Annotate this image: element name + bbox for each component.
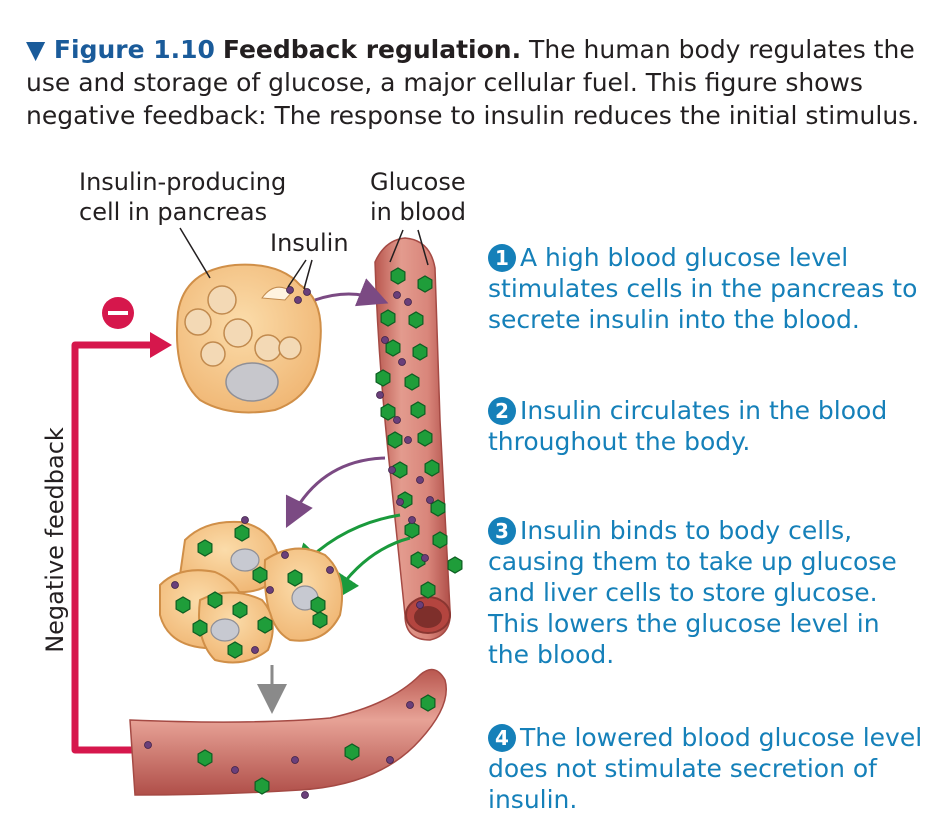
- blood-vessel-horizontal: [129, 668, 447, 796]
- negative-feedback-arrow: [71, 341, 155, 754]
- glucose-hexagon: [417, 275, 433, 293]
- glucose-hexagon: [375, 369, 391, 387]
- insulin-dot: [421, 554, 429, 562]
- glucose-hexagon: [410, 401, 426, 419]
- glucose-hexagon: [447, 556, 463, 574]
- insulin-dot: [144, 741, 152, 749]
- glucose-hexagon: [197, 749, 213, 767]
- label-insulin: Insulin: [270, 229, 349, 257]
- glucose-hexagon: [392, 461, 408, 479]
- figure-caption: ▼ Figure 1.10 Feedback regulation. The h…: [26, 33, 926, 132]
- caption-text: The human body regulates the use and sto…: [26, 35, 920, 130]
- label-glucose: Glucose: [370, 168, 466, 196]
- insulin-dot: [386, 756, 394, 764]
- insulin-dot: [291, 756, 299, 764]
- glucose-hexagon: [420, 694, 436, 712]
- insulin-dot: [406, 701, 414, 709]
- glucose-hexagon: [408, 311, 424, 329]
- negative-feedback-arrowhead: [150, 332, 172, 358]
- insulin-dot: [398, 358, 406, 366]
- label-cell-in-pancreas: cell in pancreas: [79, 198, 268, 226]
- label-insulin-producing: Insulin-producing: [79, 168, 287, 196]
- insulin-to-cells-arrow: [285, 456, 386, 529]
- step-2-number: 2: [488, 397, 516, 425]
- glucose-hexagon: [387, 431, 403, 449]
- insulin-dot: [326, 566, 334, 574]
- insulin-dot: [416, 476, 424, 484]
- insulin-molecules: [144, 291, 434, 799]
- glucose-hexagon: [252, 566, 268, 584]
- figure-number: ▼ Figure 1.10: [26, 35, 215, 64]
- insulin-dot: [376, 391, 384, 399]
- insulin-dot: [393, 416, 401, 424]
- glucose-molecules: [175, 267, 463, 795]
- step-4-text: The lowered blood glucose level does not…: [488, 723, 923, 814]
- glucose-hexagon: [344, 743, 360, 761]
- insulin-dot: [426, 496, 434, 504]
- glucose-hexagon: [420, 581, 436, 599]
- label-in-blood: in blood: [370, 198, 467, 226]
- glucose-hexagon: [432, 531, 448, 549]
- glucose-hexagon: [385, 339, 401, 357]
- glucose-hexagon: [287, 569, 303, 587]
- glucose-hexagon: [197, 539, 213, 557]
- insulin-dot: [381, 336, 389, 344]
- glucose-hexagon: [310, 596, 326, 614]
- glucose-hexagon: [412, 343, 428, 361]
- glucose-hexagon: [227, 641, 243, 659]
- glucose-hexagon: [257, 616, 273, 634]
- glucose-hexagon: [430, 499, 446, 517]
- glucose-hexagon: [380, 309, 396, 327]
- insulin-dot: [396, 498, 404, 506]
- insulin-dot: [266, 586, 274, 594]
- glucose-hexagon: [207, 591, 223, 609]
- glucose-hexagon: [192, 619, 208, 637]
- glucose-hexagon: [312, 611, 328, 629]
- glucose-hexagon: [232, 601, 248, 619]
- glucose-hexagon: [380, 403, 396, 421]
- step-1-text: A high blood glucose level stimulates ce…: [488, 243, 918, 334]
- glucose-hexagon: [404, 521, 420, 539]
- figure-title: Feedback regulation.: [222, 35, 522, 64]
- glucose-hexagon: [254, 777, 270, 795]
- step-1-number: 1: [488, 244, 516, 272]
- insulin-dot: [404, 436, 412, 444]
- insulin-dot: [231, 766, 239, 774]
- step-2-text: Insulin circulates in the blood througho…: [488, 396, 888, 456]
- pancreas-cell: [175, 263, 322, 414]
- insulin-dot: [241, 516, 249, 524]
- insulin-dot: [404, 298, 412, 306]
- glucose-hexagon: [404, 373, 420, 391]
- insulin-dot: [301, 791, 309, 799]
- insulin-dot: [251, 646, 259, 654]
- insulin-dot: [281, 551, 289, 559]
- insulin-secretion-arrow: [314, 278, 389, 307]
- step-3-text: Insulin binds to body cells, causing the…: [488, 516, 897, 669]
- insulin-dot: [388, 466, 396, 474]
- insulin-dot: [416, 601, 424, 609]
- insulin-dot: [408, 516, 416, 524]
- step-3-number: 3: [488, 517, 516, 545]
- step-4-number: 4: [488, 724, 516, 752]
- insulin-dot: [393, 291, 401, 299]
- glucose-hexagon: [390, 267, 406, 285]
- blood-vessel-vertical: [374, 237, 451, 641]
- label-negative-feedback: Negative feedback: [41, 427, 69, 653]
- glucose-hexagon: [417, 429, 433, 447]
- minus-icon: [108, 311, 128, 315]
- insulin-dot: [171, 581, 179, 589]
- glucose-hexagon: [175, 596, 191, 614]
- glucose-hexagon: [424, 459, 440, 477]
- glucose-hexagon: [234, 524, 250, 542]
